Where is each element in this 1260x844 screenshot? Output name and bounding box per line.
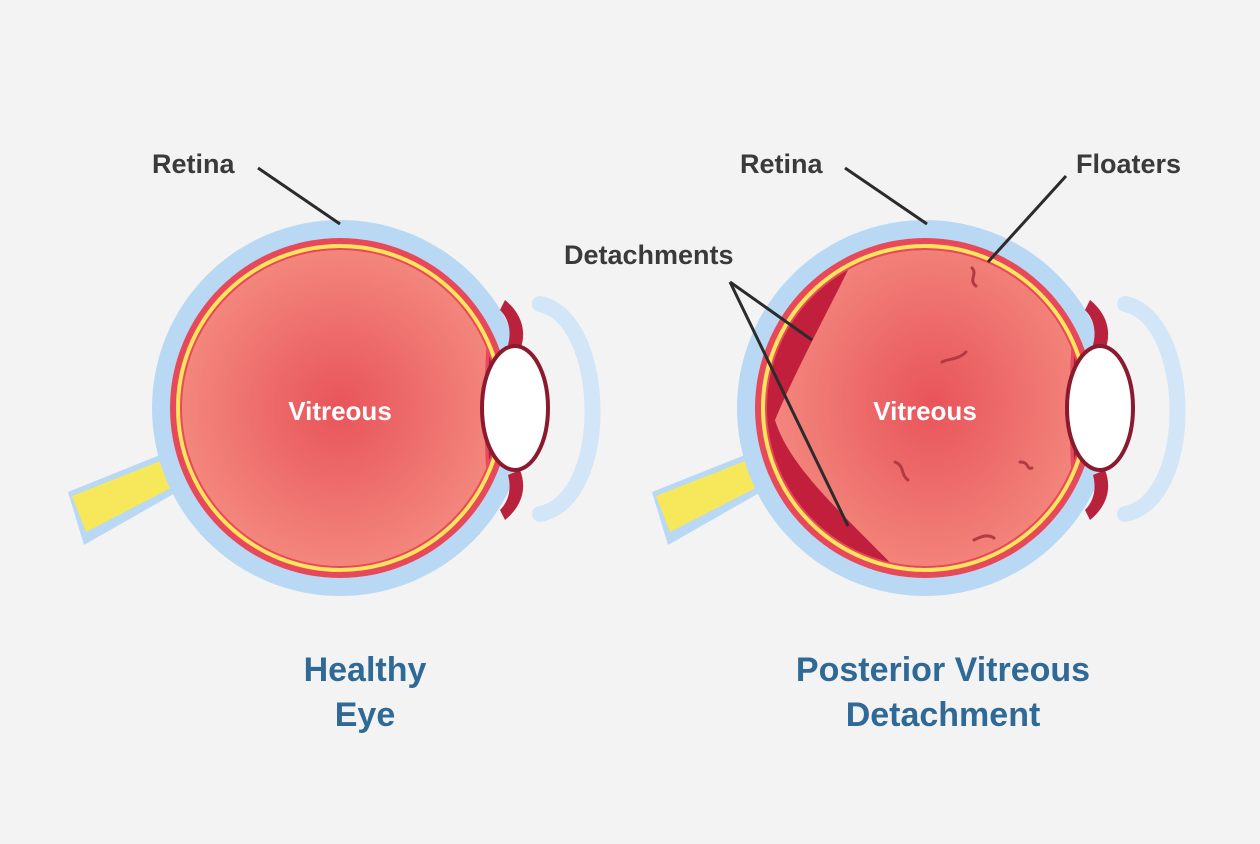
detached-eye-icon	[652, 168, 1178, 596]
floaters-label: Floaters	[1076, 149, 1181, 179]
healthy-eye-icon	[68, 168, 593, 596]
pvd-vitreous-label: Vitreous	[873, 396, 977, 426]
detachments-label: Detachments	[564, 240, 734, 270]
pvd-caption-line2: Detachment	[846, 696, 1041, 734]
pvd-retina-label: Retina	[740, 149, 824, 179]
retina-pointer-line	[258, 168, 340, 224]
healthy-vitreous-label: Vitreous	[288, 396, 392, 426]
healthy-caption-line1: Healthy	[304, 651, 427, 689]
pvd-retina-pointer-line	[845, 168, 927, 224]
lens	[482, 346, 548, 470]
floaters-pointer-line	[988, 176, 1066, 262]
healthy-caption-line2: Eye	[335, 696, 396, 734]
lens	[1067, 346, 1133, 470]
healthy-retina-label: Retina	[152, 149, 236, 179]
pvd-caption-line1: Posterior Vitreous	[796, 651, 1090, 689]
